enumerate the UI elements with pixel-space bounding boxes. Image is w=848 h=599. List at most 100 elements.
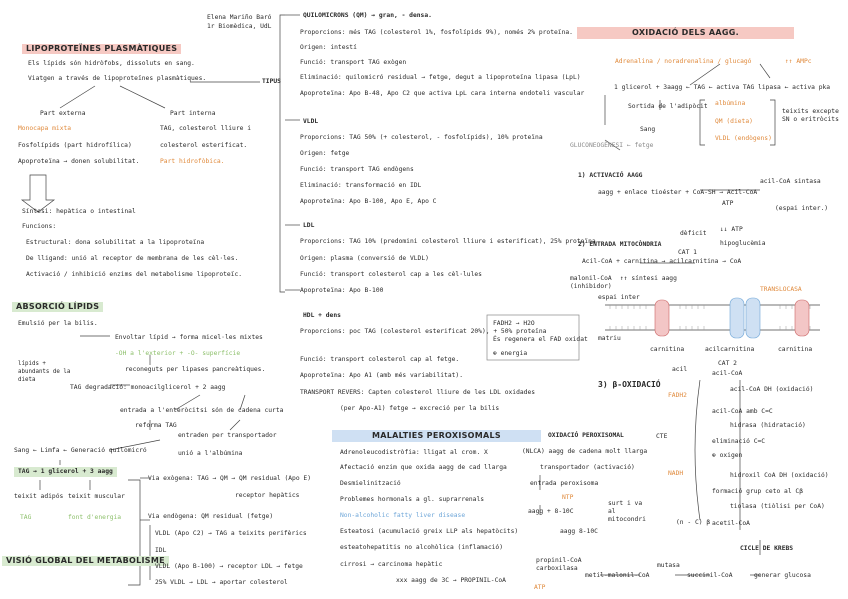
abs-s2: -OH a l'exterior + -O- superfície [115,350,241,357]
ox-p4: NTP [562,494,574,501]
ox-b9: formació grup ceto al Cβ [712,488,803,495]
ox-glucosa: generar glucosa [754,572,811,579]
ox-b2: FADH2 [668,392,687,399]
ox-cat1: CAT 1 [678,249,697,256]
section-title-visio: VISIÓ GLOBAL DEL METABOLISME [2,556,169,566]
ox-sang: Sang [640,126,656,133]
ox-p7: aagg 8-10C [560,528,598,535]
qm-1: Proporcions: més TAG (colesterol 1%, fos… [300,29,573,36]
ox-amp: ↑↑ AMPc [785,58,812,65]
lipo-intro-1: Els lípids són hidròfobs, dissoluts en s… [28,60,195,67]
visio-1: Via exògena: TAG → QM → QM residual (Apo… [148,475,312,482]
vldl-3: Funció: transport TAG endògens [300,166,414,173]
ox-metil: metil-malonil-CoA [585,572,650,579]
mal-2: Afectació enzim que oxida aagg de cad ll… [340,464,507,471]
ox-p3: entrada peroxisoma [530,480,599,487]
vldl-1: Proporcions: TAG 50% (+ colesterol, - fo… [300,134,543,141]
ox-atp: ATP [722,200,734,207]
ox-carnitina: carnitina [650,346,685,353]
ox-b3: acil-CoA amb C=C [712,408,773,415]
ox-activacio: 1) ACTIVACIÓ AAGG [578,172,643,179]
mal-5: Non-alcoholic fatty liver disease [340,512,466,519]
abs-s5: entrada a l'enteròcit [120,407,200,414]
vldl-5: Apoproteïna: Apo B-100, Apo E, Apo C [300,198,437,205]
abs-s6: si són de cadena curta [200,407,284,414]
lipo-intro-2: Viatgen a través de lipoproteïnes plasmà… [28,75,207,82]
ox-p2: transportador (activació) [540,464,635,471]
ldl-4: Apoproteïna: Apo B-100 [300,287,384,294]
author-course: 1r Biomèdica, UdL [207,23,272,30]
tipus-label: TIPUS [262,78,281,85]
ox-succinil: succinil-CoA [687,572,733,579]
hdl-4: TRANSPORT REVERS: Capten colesterol lliu… [300,389,536,396]
mal-9: xxx aagg de 3C → PROPINIL-CoA [396,577,506,584]
ox-b10: tiolasa (tiòlisi per CoA) [730,503,825,510]
ox-fadh2-box-3: ⊕ energia [493,350,528,357]
abs-s7: reforma TAG [135,422,177,429]
ox-b12: (n - C) β [676,519,711,526]
ext-2: Fosfolípids (part hidrofílica) [18,142,132,149]
mal-1: Adrenoleucodistròfia: lligat al crom. X [340,449,488,456]
ox-hormones: Adrenalina / noradrenalina / glucagó [615,58,752,65]
ox-espai: (espai inter.) [775,205,829,212]
abs-s4: TAG degradació: monoacilglicerol + 2 aag… [70,384,226,391]
ext-1: Monocapa mixta [18,125,72,132]
ox-acil2: acil [672,366,688,373]
ox-beta: 3) β-OXIDACIÓ [598,380,661,389]
funcio-3: Activació / inhibició enzims del metabol… [26,271,243,278]
ox-sortida: Sortida de l'adipòcit [628,103,708,110]
emulsio: Emulsió per la bilis. [18,320,98,327]
ox-b11: acetil-CoA [712,520,750,527]
ox-cat2: CAT 2 [718,360,737,367]
ox-act-eq: aagg + enlace tioéster + CoA-SH → Acil-C… [598,189,758,196]
hdl-3: Apoproteïna: Apo A1 (amb més variabilita… [300,372,464,379]
ox-b7: NADH [668,470,684,477]
ox-menys-atp: ↓↓ ATP [720,226,743,233]
ox-acil-sintasa: acil-CoA sintasa [760,178,821,185]
ox-mutasa: mutasa [657,562,680,569]
ox-matriu: matriu [598,335,621,342]
abs-s11: TAG → 1 glicerol + 3 aagg [14,467,117,477]
ox-entrada: 2) ENTRADA MITOCÒNDRIA [578,241,662,248]
ox-tag-lipasa: 1 glicerol + 3aagg ← TAG ← activa TAG li… [614,84,831,91]
visio-2: receptor hepàtics [235,492,300,499]
ox-acil3: acil-CoA [712,370,743,377]
hdl-2: Funció: transport colesterol cap al fetg… [300,356,460,363]
abs-s13: teixit muscular [68,493,125,500]
mal-4: Problemes hormonals a gl. suprarrenals [340,496,485,503]
section-title-lipoproteines: LIPOPROTEÏNES PLASMÀTIQUES [22,44,182,54]
ox-b8: hidroxil CoA DH (oxidació) [730,472,829,479]
ox-b1: acil-CoA DH (oxidació) [730,386,814,393]
vldl-title: VLDL [303,118,319,125]
visio-4: VLDL (Apo C2) → TAG a teixits perifèrics [155,530,307,537]
author-name: Elena Mariño Baró [207,14,272,21]
qm-3: Funció: transport TAG exògen [300,59,407,66]
sintesi: Síntesi: hepàtica o intestinal [22,208,136,215]
qm-title: QUILOMICRONS (QM) → gran, - densa. [303,12,432,19]
abs-s1: Envoltar lípid → forma micel·les mixtes [115,334,263,341]
ox-propinil: propinil-CoA carboxilasa [536,557,582,572]
section-title-absorcio: ABSORCIÓ LÍPIDS [12,302,104,312]
ox-fadh2-box-2: És regenera el FAD oxidat [493,336,588,343]
part-externa: Part externa [40,110,86,117]
ox-p6: surt i va al mitocondri [608,500,646,523]
mal-6: Esteatosi (acumulació greix LLP als hepa… [340,528,519,535]
funcio-2: De lligand: unió al receptor de membrana… [26,255,239,262]
ldl-title: LDL [303,222,315,229]
abs-s15: font d'energia [68,514,122,521]
ox-atp2: ATP [534,584,546,591]
hdl-5: (per Apo-A1) fetge → excreció per la bil… [340,405,500,412]
int-3: Part hidrofòbica. [160,158,225,165]
lipids-dieta: lípids + abundants de la dieta [18,361,71,383]
abs-s14: TAG [20,514,32,521]
mal-7: esteatohepatitis no alcohòlica (inflamac… [340,544,504,551]
ox-malonil: malonil-CoA (inhibidor) [570,275,612,290]
ox-dificit: dèficit [680,230,707,237]
visio-5: IDL [155,547,167,554]
ox-b13: CTE [656,433,668,440]
mal-3: Desmielinització [340,480,401,487]
visio-6: VLDL (Apo B-100) → receptor LDL → fetge [155,563,303,570]
ext-3: Apoproteïna → donen solubilitat. [18,158,140,165]
ox-albumina: albúmina [715,100,746,107]
